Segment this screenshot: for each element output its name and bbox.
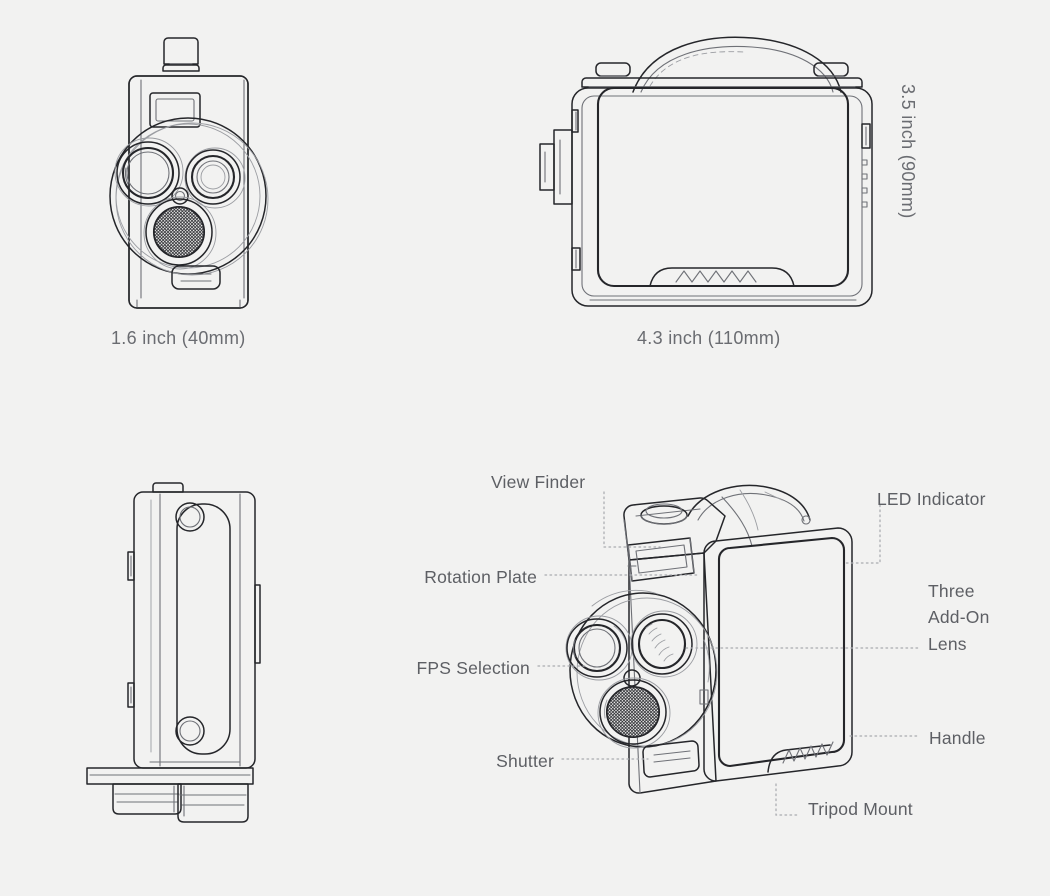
persp-shutter-button bbox=[642, 740, 700, 778]
back-grip-notch bbox=[649, 267, 795, 287]
persp-lens-secondary bbox=[630, 610, 698, 678]
persp-lens-primary bbox=[565, 615, 633, 681]
leader-tripod-mount bbox=[775, 783, 801, 816]
leader-view-finder bbox=[603, 491, 661, 548]
front-viewfinder bbox=[149, 92, 201, 128]
callout-add-on-lens: Three Add-On Lens bbox=[928, 581, 990, 654]
front-lens-mesh bbox=[143, 196, 217, 270]
back-led-indicators bbox=[861, 159, 868, 208]
leader-led-indicator bbox=[845, 504, 881, 564]
callout-handle: Handle bbox=[929, 728, 986, 748]
back-side-button bbox=[861, 123, 871, 149]
front-view-dimension-label: 1.6 inch (40mm) bbox=[111, 328, 246, 348]
callout-view-finder: View Finder bbox=[491, 472, 586, 492]
front-view bbox=[109, 37, 269, 309]
persp-back-face bbox=[703, 527, 853, 782]
side-body bbox=[133, 491, 256, 769]
side-view bbox=[86, 482, 261, 823]
callout-rotation-plate: Rotation Plate bbox=[424, 567, 537, 587]
side-grip-slot bbox=[175, 502, 231, 755]
front-shutter-button bbox=[171, 265, 221, 290]
persp-lens-mesh bbox=[597, 677, 671, 749]
callout-fps-selection: FPS Selection bbox=[416, 658, 530, 678]
callout-led-indicator: LED Indicator bbox=[877, 489, 986, 509]
front-lens-primary bbox=[114, 137, 184, 207]
side-tripod-screws bbox=[112, 783, 249, 823]
perspective-view bbox=[565, 484, 853, 794]
front-center-pin bbox=[171, 187, 189, 205]
back-body bbox=[571, 87, 873, 307]
persp-carry-handle bbox=[687, 484, 811, 547]
back-handle-posts bbox=[595, 62, 849, 77]
front-body bbox=[128, 75, 249, 309]
back-screen bbox=[596, 86, 850, 288]
back-view-width-dimension-label: 4.3 inch (110mm) bbox=[637, 328, 781, 348]
side-buttons bbox=[127, 551, 135, 708]
back-view-height-dimension-label: 3.5 inch (90mm) bbox=[898, 84, 918, 219]
front-handle-stub bbox=[162, 37, 200, 72]
back-view bbox=[539, 36, 873, 307]
front-lens-secondary bbox=[184, 147, 246, 209]
side-right-strip bbox=[254, 584, 261, 664]
persp-grip-notch bbox=[767, 741, 834, 773]
side-tripod-plate bbox=[86, 761, 254, 785]
callout-shutter: Shutter bbox=[496, 751, 554, 771]
back-lens-barrel bbox=[539, 109, 581, 271]
persp-side-tab bbox=[699, 689, 709, 705]
front-bottom-feet bbox=[136, 299, 241, 308]
callout-tripod-mount: Tripod Mount bbox=[808, 799, 913, 819]
